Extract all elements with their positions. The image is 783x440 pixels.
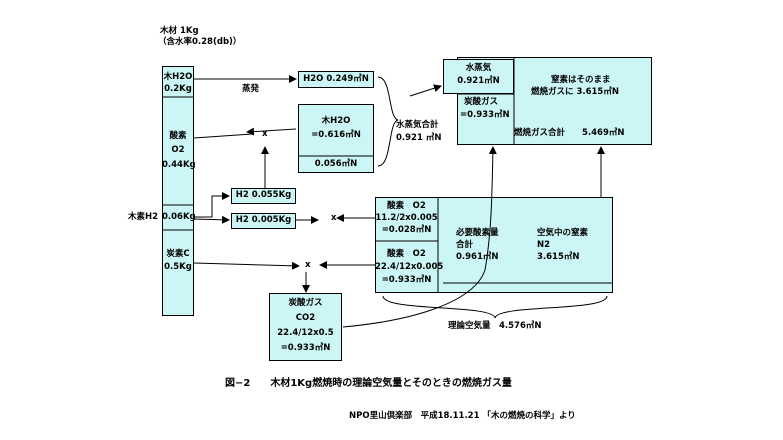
wood-h2o-box-sum: 0.056㎥N [314, 159, 358, 169]
co2-calc: 22.4/12x0.5 [277, 328, 334, 338]
wood-h2o-label: 木H2O [163, 72, 193, 82]
air-o2b-calc: 22.4/12x0.005 [375, 262, 444, 272]
gas-total: 燃焼ガス合計 5.469㎥N [514, 128, 625, 138]
air-o2a-value: =0.028㎥N [381, 225, 432, 235]
wood-o2-label: 酸素 [169, 131, 187, 141]
gas-steam-value: 0.921㎥N [457, 76, 500, 86]
evaporation-label: 蒸発 [242, 84, 260, 94]
theory-air-label: 理論空気量 4.576㎥N [448, 321, 542, 331]
x-mark-middle: x [331, 213, 337, 223]
source-note: NPO里山倶楽部 平成18.11.21 「木の燃焼の科学」より [349, 411, 576, 421]
wood-h2o-box [298, 104, 374, 173]
h2-lower-box [231, 213, 296, 229]
header-line1: 木材 1Kg [160, 26, 199, 36]
wood-c-mass: 0.5Kg [164, 262, 192, 272]
h2-lower-text: H2 0.005Kg [235, 215, 292, 225]
air-o2a-label: 酸素 O2 [387, 201, 426, 211]
air-box [375, 197, 613, 293]
needed-o2-sub: 合計 [456, 240, 474, 250]
n2-label: 空気中の窒素 [537, 228, 589, 238]
wood-o2-formula: O2 [171, 145, 185, 155]
co2-value: =0.933㎥N [280, 343, 331, 353]
air-o2a-calc: 11.2/2x0.005 [375, 213, 438, 223]
steam-total-value: 0.921 ㎥N [396, 133, 442, 143]
steam-total-label: 水蒸気合計 [396, 120, 439, 130]
h2o-vapor-text: H2O 0.249㎥N [303, 74, 369, 84]
air-o2b-value: =0.933㎥N [381, 275, 432, 285]
gas-n2-label: 窒素はそのまま [551, 75, 611, 85]
x-mark-upper: x [262, 129, 268, 139]
header-line2: （含水率0.28(db)） [158, 37, 242, 47]
n2-formula: N2 [537, 240, 551, 250]
n2-value: 3.615㎥N [537, 252, 580, 262]
wood-h2-label: 木素H2 [128, 212, 159, 222]
gas-steam-label: 水蒸気 [465, 63, 492, 73]
flue-steam-box [443, 59, 514, 94]
wood-h2-mass: 0.06Kg [162, 212, 196, 222]
co2-label: 炭酸ガス [288, 298, 323, 308]
wood-c-label: 炭素C [166, 249, 190, 259]
co2-formula: CO2 [295, 313, 316, 323]
gas-co2-value: =0.933㎥N [460, 110, 510, 120]
air-o2b-label: 酸素 O2 [387, 249, 426, 259]
gas-n2-value: 燃焼ガスに 3.615㎥N [531, 87, 619, 97]
x-mark-lower: x [305, 260, 311, 270]
h2-upper-text: H2 0.055Kg [235, 190, 292, 200]
wood-o2-mass: 0.44Kg [162, 160, 196, 170]
co2-box [269, 293, 342, 361]
gas-co2-label: 炭酸ガス [464, 97, 499, 107]
needed-o2-label: 必要酸素量 [456, 228, 499, 238]
wood-h2o-box-value: =0.616㎥N [311, 130, 361, 140]
h2-upper-box [231, 188, 296, 204]
wood-h2o-mass: 0.2Kg [164, 84, 192, 94]
figure-caption: 図−2 木材1Kg燃焼時の理論空気量とそのときの燃焼ガス量 [225, 378, 512, 389]
h2o-vapor-box [298, 71, 374, 88]
wood-h2o-box-label: 木H2O [321, 116, 351, 126]
wood-column [162, 66, 194, 316]
needed-o2-value: 0.961㎥N [456, 252, 499, 262]
